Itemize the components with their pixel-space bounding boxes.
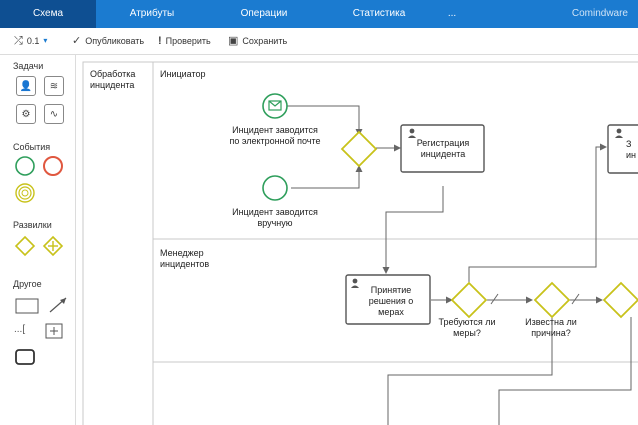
element-palette: Задачи 👤 ≋ ⚙ ∿ События Развилки Другое .…	[0, 55, 76, 425]
script-task-icon[interactable]: ≋	[44, 76, 64, 96]
timer-event-icon[interactable]	[15, 183, 35, 203]
start-event-email-label: Инцидент заводится по электронной почте	[229, 125, 321, 146]
flow-register-to-decision[interactable]	[382, 186, 444, 274]
task-register[interactable]	[400, 124, 485, 173]
pool-icon[interactable]	[15, 298, 39, 314]
gateway-cause-label: Известна ли причина?	[525, 317, 577, 338]
exclusive-gateway-icon[interactable]	[14, 235, 36, 257]
palette-section-gateways: Развилки	[13, 220, 52, 230]
pool-border	[82, 61, 638, 425]
publish-label: Опубликовать	[85, 36, 145, 46]
shuffle-icon: ⤮	[14, 35, 23, 47]
version-value: 0.1	[26, 36, 40, 46]
task-register-label: Регистрация инцидента	[416, 138, 470, 159]
start-event-icon[interactable]	[15, 156, 35, 176]
lane-title-initiator: Инициатор	[160, 69, 206, 79]
diagram-canvas[interactable]: Обработка инцидента Инициатор Менеджер и…	[76, 55, 638, 425]
tab-schema[interactable]: Схема	[0, 0, 96, 28]
lane-title-manager: Менеджер инцидентов	[160, 248, 210, 269]
check-button[interactable]: ! Проверить	[158, 28, 211, 54]
palette-section-events: События	[13, 142, 51, 152]
user-icon	[351, 128, 623, 288]
user-task-icon[interactable]: 👤	[16, 76, 36, 96]
flow-to-top-right-task[interactable]	[468, 143, 607, 283]
gateway-cause[interactable]	[533, 281, 571, 319]
tab-operations[interactable]: Операции	[240, 8, 288, 19]
task-decision[interactable]	[345, 274, 431, 325]
gateway-measures[interactable]	[450, 281, 488, 319]
gateways-group	[14, 235, 64, 257]
flow-cause-down[interactable]	[387, 317, 553, 425]
events-group	[15, 156, 63, 203]
flow-right-down[interactable]	[498, 317, 632, 425]
flow-manual-to-gateway[interactable]	[291, 165, 363, 189]
tab-attributes[interactable]: Атрибуты	[129, 8, 175, 19]
gateway-merge[interactable]	[340, 130, 378, 168]
chevron-down-icon: ▾	[43, 36, 48, 45]
envelope-icon	[268, 100, 282, 111]
toolbar: ⤮ 0.1 ▾ ✓ Опубликовать ! Проверить ▣ Сох…	[0, 28, 638, 55]
task-shape-icon[interactable]	[15, 349, 35, 365]
diagram-svg	[82, 61, 638, 425]
palette-section-tasks: Задачи	[13, 61, 44, 71]
task-partial-label: З ин	[626, 139, 636, 160]
tab-more[interactable]: ...	[447, 8, 457, 19]
check-icon: ✓	[72, 35, 82, 47]
save-icon: ▣	[228, 35, 239, 47]
annotation-icon[interactable]: ...[	[14, 324, 26, 335]
task-partial[interactable]	[607, 124, 638, 174]
brand-logo: Comindware	[571, 8, 628, 19]
flow-email-to-gateway[interactable]	[285, 105, 363, 136]
gateway-next[interactable]	[602, 281, 638, 319]
start-event-manual[interactable]	[262, 175, 288, 201]
task-decision-label: Принятие решения о мерах	[368, 285, 414, 317]
save-button[interactable]: ▣ Сохранить	[228, 28, 287, 54]
check-label: Проверить	[165, 36, 211, 46]
end-event-icon[interactable]	[43, 156, 63, 176]
parallel-gateway-icon[interactable]	[42, 235, 64, 257]
start-event-manual-label: Инцидент заводится вручную	[232, 207, 318, 228]
version-selector[interactable]: ⤮ 0.1 ▾	[14, 28, 47, 54]
palette-section-other: Другое	[13, 279, 42, 289]
other-group	[15, 297, 67, 365]
tab-statistics[interactable]: Статистика	[352, 8, 406, 19]
subprocess-icon[interactable]	[45, 323, 63, 339]
save-label: Сохранить	[242, 36, 288, 46]
top-nav: Схема Атрибуты Операции Статистика ... C…	[0, 0, 638, 28]
exclamation-icon: !	[158, 35, 162, 47]
service-task-icon[interactable]: ⚙	[16, 104, 36, 124]
gateway-measures-label: Требуются ли меры?	[438, 317, 496, 338]
receive-task-icon[interactable]: ∿	[44, 104, 64, 124]
publish-button[interactable]: ✓ Опубликовать	[72, 28, 144, 54]
pool-title: Обработка инцидента	[90, 69, 136, 90]
